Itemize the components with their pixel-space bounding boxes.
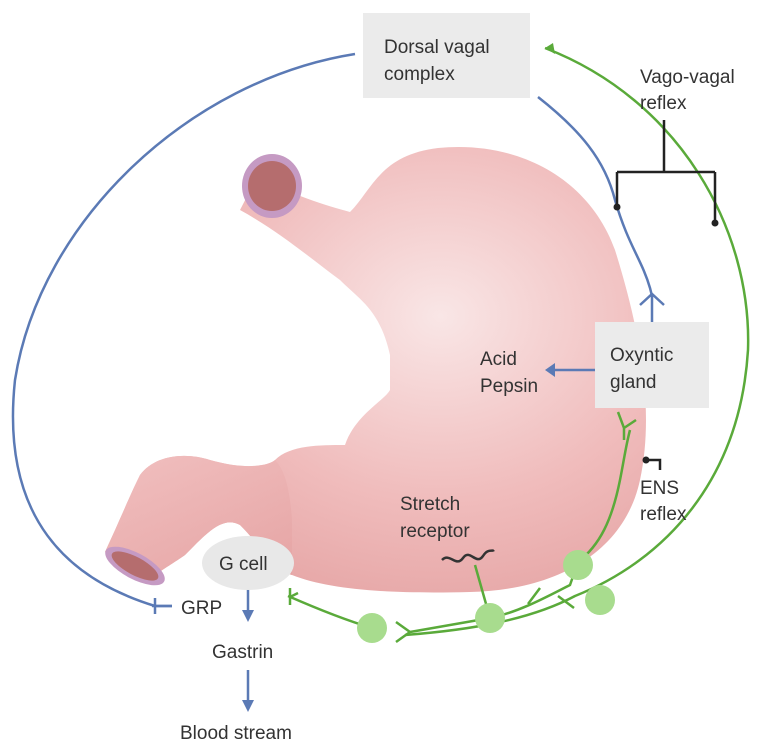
ens-label-1: ENS bbox=[640, 478, 679, 499]
ens-reflex-bracket bbox=[642, 456, 662, 470]
ens-fiber-to-gland bbox=[577, 429, 632, 563]
acid-pepsin-arrowhead bbox=[545, 363, 555, 377]
grp-synapse bbox=[152, 598, 172, 614]
dorsal-vagal-box bbox=[363, 13, 530, 98]
ens-branch-ticks bbox=[527, 587, 575, 609]
afferent-fibers bbox=[287, 43, 750, 644]
afferent-arrowhead bbox=[545, 43, 555, 54]
dorsal-vagal-label-1: Dorsal vagal bbox=[384, 37, 490, 58]
duodenum bbox=[105, 455, 292, 575]
ens-gland-synapse bbox=[616, 411, 637, 440]
duodenum-lumen bbox=[111, 551, 159, 581]
grp-label: GRP bbox=[181, 598, 222, 619]
vagal-efferent-fibers bbox=[11, 52, 665, 712]
g-cell-label: G cell bbox=[219, 554, 268, 575]
blood-arrowhead bbox=[242, 700, 254, 712]
g-cell-synapse bbox=[288, 588, 299, 605]
gastrin-label: Gastrin bbox=[212, 642, 273, 663]
vago-vagal-label-2: reflex bbox=[640, 93, 687, 114]
vagal-afferent-fiber bbox=[404, 46, 750, 637]
vagal-fiber-to-oxyntic-gland bbox=[537, 96, 654, 297]
oxyntic-label-2: gland bbox=[610, 372, 657, 393]
gastrin-arrowhead bbox=[242, 610, 254, 622]
vagal-fiber-to-g-cell bbox=[11, 52, 356, 608]
pepsin-label: Pepsin bbox=[480, 376, 538, 397]
oxyntic-synapse bbox=[639, 292, 665, 322]
vago-vagal-bracket bbox=[613, 120, 719, 227]
stretch-label-2: receptor bbox=[400, 521, 470, 542]
g-cell-body bbox=[202, 536, 294, 590]
neuron-body-g-cell bbox=[357, 613, 387, 643]
acid-label: Acid bbox=[480, 349, 517, 370]
esophagus-lumen bbox=[248, 161, 296, 211]
blood-stream-label: Blood stream bbox=[180, 723, 292, 744]
ens-label-2: reflex bbox=[640, 504, 687, 525]
neuron-body-ens bbox=[563, 550, 593, 580]
vago-vagal-label-1: Vago-vagal bbox=[640, 67, 735, 88]
stomach bbox=[105, 146, 646, 593]
oxyntic-gland-box bbox=[595, 322, 709, 408]
neuron-body-stretch bbox=[475, 603, 505, 633]
stretch-receptor-icon bbox=[441, 548, 495, 563]
dorsal-vagal-label-2: complex bbox=[384, 64, 455, 85]
stretch-label-1: Stretch bbox=[400, 494, 460, 515]
neuron-body-vagal bbox=[585, 585, 615, 615]
neuron-bodies bbox=[357, 550, 615, 643]
oxyntic-label-1: Oxyntic bbox=[610, 345, 673, 366]
